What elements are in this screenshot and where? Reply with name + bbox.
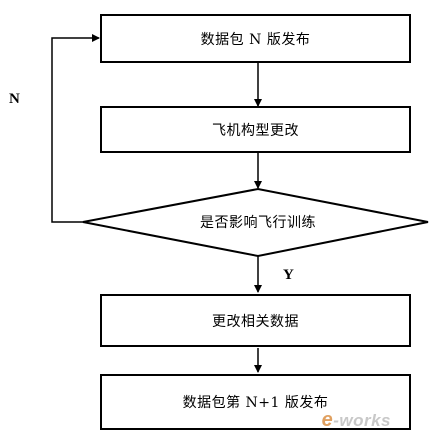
edge-label-no: N (9, 91, 20, 107)
node-decision-text: 是否影响飞行训练 (180, 208, 336, 236)
node-release-n: 数据包 N 版发布 (100, 14, 411, 63)
edge-label-yes: Y (283, 267, 294, 283)
node-decision-label: 是否影响飞行训练 (200, 215, 316, 231)
watermark-logo: e-works (322, 409, 391, 432)
arrow-decision-no-loop (51, 34, 100, 223)
watermark-e: e (321, 409, 334, 431)
node-release-n-label: 数据包 N 版发布 (200, 31, 311, 48)
node-update-data-label: 更改相关数据 (212, 313, 299, 330)
node-release-n1-label: 数据包第 N+1 版发布 (182, 395, 329, 411)
watermark-text: -works (333, 411, 391, 430)
decision-diamond (82, 187, 429, 258)
node-update-data: 更改相关数据 (100, 294, 411, 347)
node-release-n1: 数据包第 N+1 版发布 (100, 374, 411, 430)
node-aircraft-change: 飞机构型更改 (100, 106, 411, 153)
node-aircraft-change-label: 飞机构型更改 (212, 122, 299, 139)
